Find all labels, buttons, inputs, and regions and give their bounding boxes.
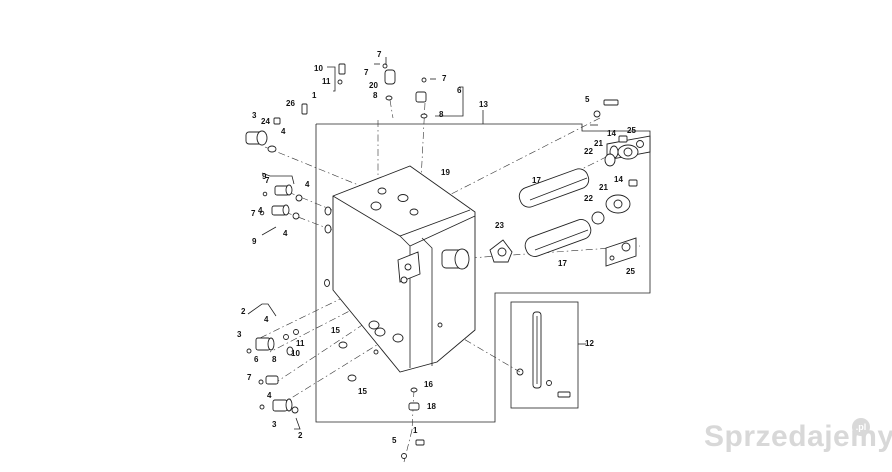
suction-strainers <box>489 168 592 263</box>
callout-26: 26 <box>286 99 295 108</box>
callout-3: 3 <box>237 330 242 339</box>
callout-22: 22 <box>584 194 593 203</box>
callout-1: 1 <box>312 91 317 100</box>
callout-6: 6 <box>457 86 462 95</box>
callout-labels: 1 1 2 2 3 3 3 4 4 4 4 4 4 5 5 6 6 7 7 7 … <box>237 50 636 445</box>
callout-1: 1 <box>413 426 418 435</box>
callout-17: 17 <box>558 259 567 268</box>
callout-7: 7 <box>251 209 256 218</box>
callout-20: 20 <box>369 81 378 90</box>
callout-8: 8 <box>272 355 277 364</box>
callout-14: 14 <box>607 129 616 138</box>
left-side-fittings <box>245 103 308 414</box>
callout-5: 5 <box>585 95 590 104</box>
watermark-tld-badge: .pl <box>852 418 870 436</box>
callout-3: 3 <box>252 111 257 120</box>
callout-15: 15 <box>331 326 340 335</box>
callout-4: 4 <box>281 127 286 136</box>
callout-3: 3 <box>272 420 277 429</box>
callout-13: 13 <box>479 100 488 109</box>
callout-11: 11 <box>296 339 305 348</box>
callout-21: 21 <box>599 183 608 192</box>
callout-25: 25 <box>626 267 635 276</box>
hydraulic-tank <box>324 165 476 373</box>
callout-4: 4 <box>258 206 263 215</box>
callout-23: 23 <box>495 221 504 230</box>
callout-16: 16 <box>424 380 433 389</box>
callout-2: 2 <box>298 431 303 440</box>
callout-8: 8 <box>373 91 378 100</box>
callout-14: 14 <box>614 175 623 184</box>
sight-gauge-inset-frame <box>510 301 586 409</box>
callout-4: 4 <box>264 315 269 324</box>
callout-10: 10 <box>291 349 300 358</box>
callout-7: 7 <box>265 176 270 185</box>
callout-2: 2 <box>241 307 246 316</box>
callout-21: 21 <box>594 139 603 148</box>
callout-24: 24 <box>261 117 270 126</box>
callout-17: 17 <box>532 176 541 185</box>
callout-25: 25 <box>627 126 636 135</box>
callout-4: 4 <box>283 229 288 238</box>
callout-7: 7 <box>247 373 252 382</box>
callout-7: 7 <box>364 68 369 77</box>
callout-7: 7 <box>377 50 382 59</box>
callout-10: 10 <box>314 64 323 73</box>
callout-15: 15 <box>358 387 367 396</box>
cover-plates <box>591 99 651 267</box>
callout-7: 7 <box>442 74 447 83</box>
callout-12: 12 <box>585 339 594 348</box>
callout-4: 4 <box>305 180 310 189</box>
callout-8: 8 <box>439 110 444 119</box>
callout-19: 19 <box>441 168 450 177</box>
callout-5: 5 <box>392 436 397 445</box>
top-fittings <box>337 63 428 459</box>
callout-11: 11 <box>322 77 331 86</box>
callout-22: 22 <box>584 147 593 156</box>
callout-9: 9 <box>252 237 257 246</box>
main-assembly-frame <box>315 110 651 423</box>
leader-lines <box>247 57 598 430</box>
callout-9: 9 <box>262 172 267 181</box>
callout-4: 4 <box>267 391 272 400</box>
callout-18: 18 <box>427 402 436 411</box>
callout-6: 6 <box>254 355 259 364</box>
